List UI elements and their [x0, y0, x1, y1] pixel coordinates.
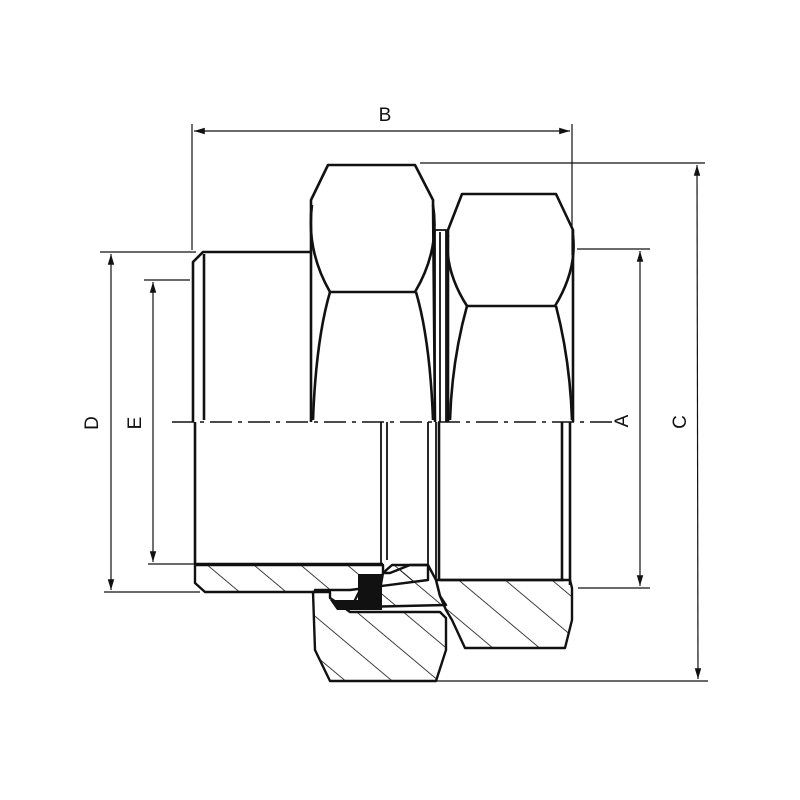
dimension-b: B [191, 105, 573, 255]
cross-section-hatched [193, 563, 574, 683]
dimension-label-d: D [82, 416, 103, 430]
dimension-c: C [420, 162, 708, 682]
union-nut-hex [309, 163, 437, 423]
dimension-d: D [82, 251, 200, 593]
seal-washer-gap [427, 229, 447, 580]
dimension-label-e: E [125, 417, 146, 430]
dimension-label-c: C [670, 415, 691, 429]
dimension-e: E [125, 279, 196, 565]
dimension-label-b: B [379, 105, 392, 126]
male-tail-piece [191, 250, 388, 566]
dimension-label-a: A [612, 414, 633, 427]
dimension-a: A [577, 248, 650, 589]
female-body-hex [437, 192, 575, 585]
seal-gasket [330, 574, 382, 610]
